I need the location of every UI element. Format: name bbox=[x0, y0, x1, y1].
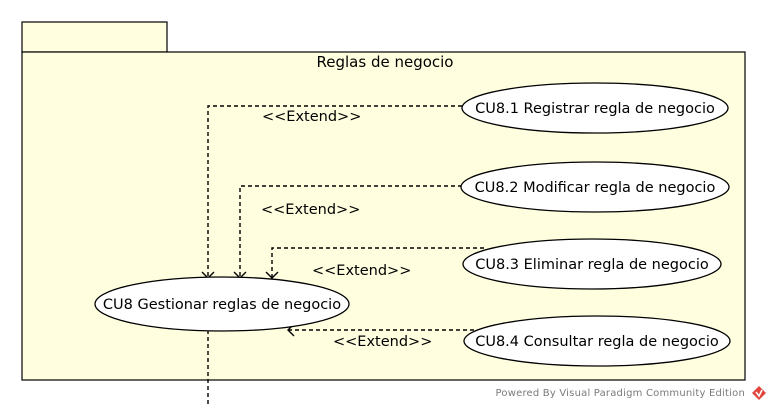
use-case-ellipse bbox=[463, 315, 731, 367]
use-case-ellipse bbox=[94, 276, 350, 332]
use-case-label: CU8.2 Modificar regla de negocio bbox=[475, 180, 716, 196]
relations bbox=[201, 105, 484, 407]
package-title: Reglas de negocio bbox=[317, 53, 454, 71]
use-case-label: CU8.1 Registrar regla de negocio bbox=[475, 101, 715, 117]
extend-label-cu8-2: <<Extend>> bbox=[261, 202, 360, 218]
stereotype-labels: <<Extend>> <<Extend>> <<Extend>> <<Exten… bbox=[261, 109, 432, 350]
use-case-cu8-1: CU8.1 Registrar regla de negocio bbox=[461, 82, 729, 134]
watermark-text: Powered By Visual Paradigm Community Edi… bbox=[495, 388, 745, 399]
use-case-label: CU8.4 Consultar regla de negocio bbox=[475, 334, 719, 350]
use-case-cu8: CU8 Gestionar reglas de negocio bbox=[94, 276, 350, 332]
extend-line-cu8-3 bbox=[265, 247, 484, 279]
use-case-label: CU8.3 Eliminar regla de negocio bbox=[475, 257, 709, 273]
use-case-label: CU8 Gestionar reglas de negocio bbox=[103, 297, 341, 313]
use-case-cu8-2: CU8.2 Modificar regla de negocio bbox=[460, 161, 730, 213]
extend-line-cu8-1 bbox=[201, 105, 462, 279]
extend-label-cu8-3: <<Extend>> bbox=[312, 263, 411, 279]
package-tab bbox=[21, 21, 168, 53]
use-case-ellipse bbox=[461, 82, 729, 134]
use-case-cu8-4: CU8.4 Consultar regla de negocio bbox=[463, 315, 731, 367]
extend-label-cu8-4: <<Extend>> bbox=[333, 334, 432, 350]
extend-label-cu8-1: <<Extend>> bbox=[262, 109, 361, 125]
visual-paradigm-logo-icon bbox=[752, 386, 766, 400]
use-case-ellipse bbox=[462, 238, 722, 290]
use-case-ellipse bbox=[460, 161, 730, 213]
extend-line-cu8-2 bbox=[233, 185, 462, 279]
use-case-cu8-3: CU8.3 Eliminar regla de negocio bbox=[462, 238, 722, 290]
